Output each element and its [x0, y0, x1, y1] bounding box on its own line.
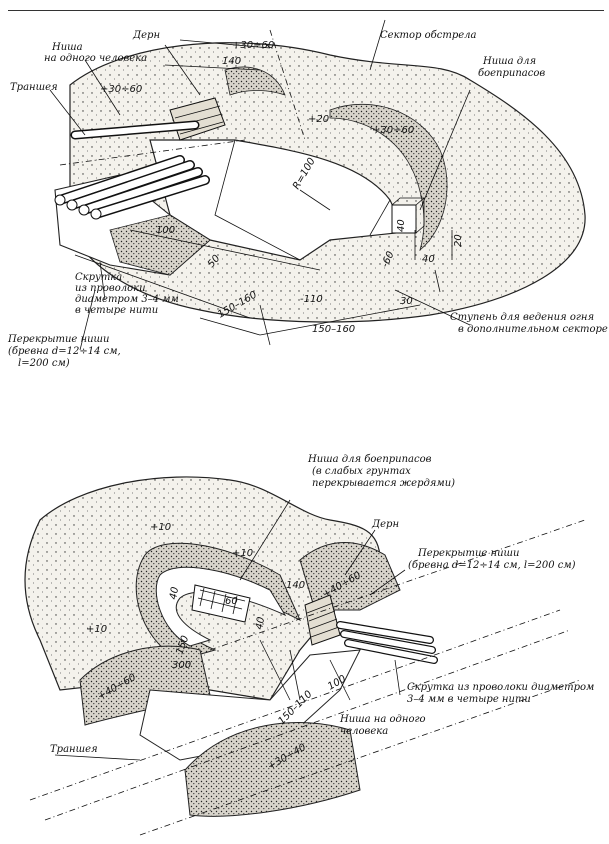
ammo-niche-box — [391, 204, 417, 234]
label-niche-one-person-1: Ниша — [51, 42, 83, 53]
dim-bottom-6: 40 — [254, 616, 267, 630]
dim-top-13: 100 — [156, 225, 175, 236]
logs-top — [54, 120, 210, 220]
label-niche-person-b2: человека — [340, 726, 388, 737]
label-cover-b2: (бревна d=12÷14 см, l=200 см) — [408, 560, 576, 571]
front-trench-shade — [109, 214, 211, 276]
label-wire-1: Скрутка — [75, 272, 122, 283]
label-wire-3: диаметром 3–4 мм — [75, 294, 179, 305]
logs-bottom — [336, 621, 438, 664]
top-dim-lines — [49, 19, 471, 351]
trench-pit — [149, 139, 406, 261]
rim-shade — [329, 103, 448, 252]
label-ammo-niche-b3: перекрывается жердями) — [312, 478, 455, 489]
dim-bottom-1: +10 — [150, 522, 171, 533]
label-turf-top: Дерн — [132, 30, 160, 41]
label-fire-sector: Сектор обстрела — [380, 30, 477, 41]
label-turf-bottom: Дерн — [371, 519, 399, 530]
loop-trench-inner — [155, 566, 287, 647]
top-figure: Ниша на одного человека Дерн Траншея Сек… — [7, 19, 608, 369]
label-wire-b2: 3–4 мм в четыре нити — [407, 694, 531, 705]
dim-top-7: 40 — [396, 219, 407, 232]
dim-top-8: 20 — [453, 234, 464, 247]
bottom-dash-lines — [29, 499, 586, 836]
dim-bottom-5: 60 — [225, 596, 238, 607]
label-wire-4: в четыре нити — [75, 305, 158, 316]
dim-top-4: +20 — [308, 114, 329, 125]
bottom-figure: Ниша для боеприпасов (в слабых грунтах п… — [24, 454, 594, 836]
dim-bottom-4: 40 — [168, 586, 181, 600]
dim-bottom-3: +10 — [86, 624, 107, 635]
rim-shade-2 — [224, 66, 286, 96]
trench-bottom-pit — [139, 649, 361, 761]
dim-top-3: +30÷60 — [232, 40, 274, 51]
label-trench-bottom: Траншея — [50, 744, 98, 755]
turf-bricks — [304, 594, 341, 646]
label-cover-3: l=200 см) — [18, 358, 70, 369]
dim-bottom-2: +10 — [232, 548, 253, 559]
label-niche-one-person-2: на одного человека — [44, 53, 147, 64]
label-ammo-niche-b2: (в слабых грунтах — [312, 466, 411, 477]
label-step-2: в дополнительном секторе — [458, 324, 608, 335]
label-cover-b1: Перекрытие ниши — [417, 548, 519, 559]
dim-top-1: +30÷60 — [100, 84, 142, 95]
label-step-1: Ступень для ведения огня — [450, 312, 594, 323]
label-niche-person-b1: Ниша на одного — [339, 714, 426, 725]
label-ammo-niche-2: боеприпасов — [478, 68, 545, 79]
label-ammo-niche-b1: Ниша для боеприпасов — [307, 454, 432, 465]
dim-top-16: 150–160 — [312, 324, 355, 335]
dim-top-5: +30÷60 — [372, 125, 414, 136]
dim-top-11: 30 — [400, 296, 413, 307]
label-wire-2: из проволоки — [75, 283, 146, 294]
label-trench-top: Траншея — [10, 82, 58, 93]
dim-top-2: 140 — [222, 56, 241, 67]
label-ammo-niche-1: Ниша для — [482, 56, 536, 67]
label-cover-2: (бревна d=12÷14 см, — [8, 346, 121, 357]
lower-right-mound — [184, 722, 361, 817]
dim-top-9: 40 — [422, 254, 435, 265]
dim-bottom-7: 140 — [286, 580, 305, 591]
label-wire-b1: Скрутка из проволоки диаметром — [407, 682, 594, 693]
dim-bottom-10: 300 — [172, 660, 191, 671]
dim-top-12: -110 — [300, 294, 323, 305]
label-cover-1: Перекрытие ниши — [7, 334, 109, 345]
top-rule — [8, 10, 604, 11]
